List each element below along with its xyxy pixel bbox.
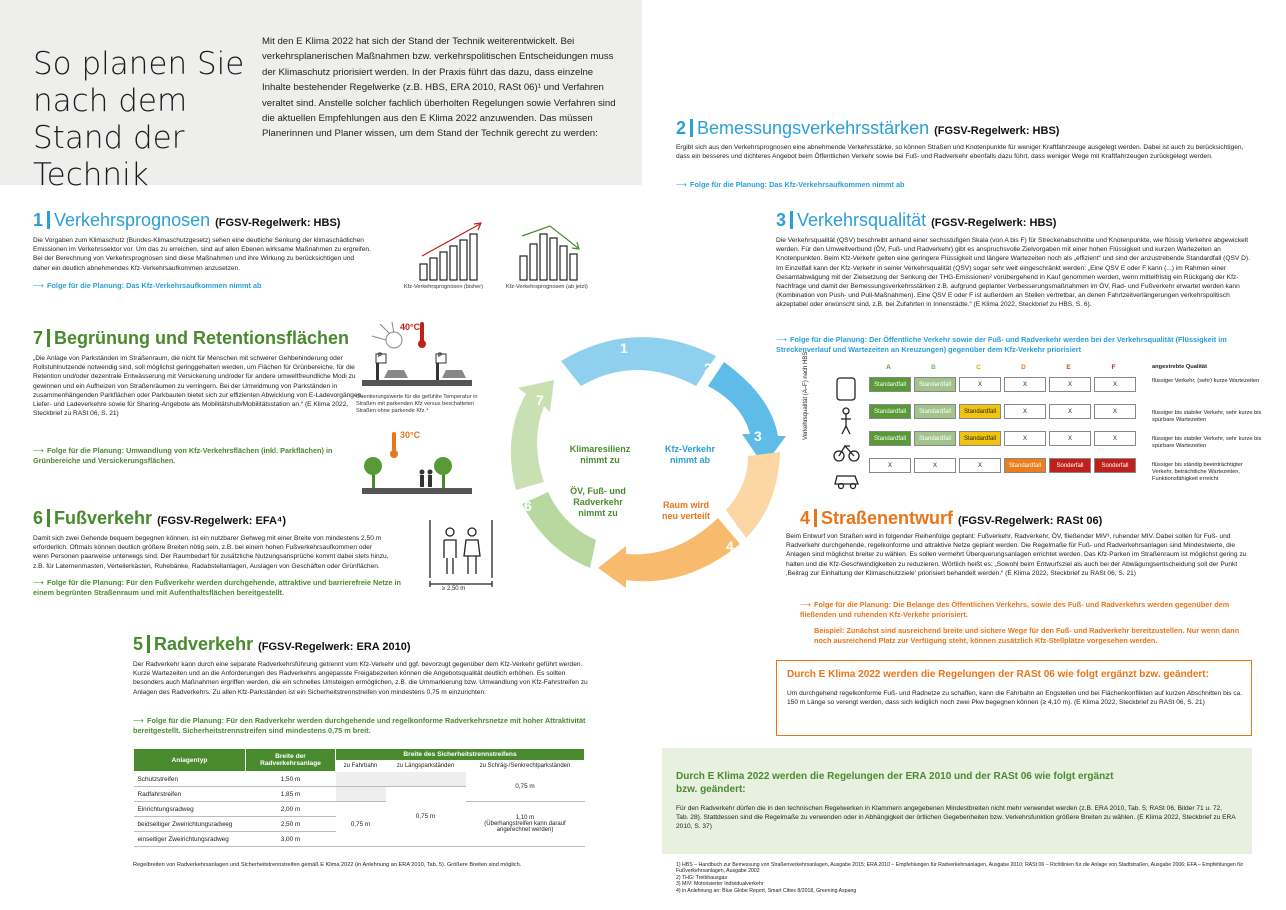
pedestrian-icon [841,407,851,435]
cycle-segment-4 [598,518,740,588]
bicycle-icon [833,444,860,462]
temp-cool: 30°C [400,430,421,440]
icon-caption-bisher: Kfz-Verkehrsprognosen (bisher) [404,284,483,290]
rast-change-box: Durch E Klima 2022 werden die Regelungen… [776,660,1252,736]
section-5-body: Der Radverkehr kann durch eine separate … [133,661,588,696]
table-caption: Regelbreiten von Radverkehrsanlagen und … [133,862,522,868]
two-pedestrians-icon [429,520,493,587]
parking-sign-2: P [438,353,443,359]
cycle-text-klima: Klimaresilienz nimmt zu [569,444,631,465]
section-3-body: Die Verkehrsqualität (QSV) beschreibt an… [776,237,1250,309]
thermometer-icon [420,322,424,342]
section-4-beispiel: Beispiel: Zunächst sind ausreichend brei… [814,626,1240,645]
section-7-folge: ⟶Folge für die Planung: Umwandlung von K… [33,446,333,465]
cycle-num-3: 3 [754,428,762,444]
section-6-folge: ⟶Folge für die Planung: Für den Fußverke… [33,578,401,597]
bus-icon [836,377,856,401]
intro-text: Mit den E Klima 2022 hat sich der Stand … [262,36,616,140]
section-5-folge: ⟶Folge für die Planung: Für den Radverke… [133,716,586,735]
cycle-diagram [510,337,786,588]
trend-up-chart-icon [419,222,482,281]
cycle-segment-1 [561,337,716,386]
cycle-segment-5 [522,492,596,568]
mode-icons [833,377,860,490]
quality-caption-4: flüssiger bis ständig beeinträchtigter V… [1152,462,1243,482]
cycle-num-1: 1 [620,340,628,356]
car-icon [384,370,408,378]
hot-street-illustration [362,321,472,386]
car-icon [442,370,466,378]
parking-sign-1: P [378,353,383,359]
cycle-num-6: 6 [524,498,532,514]
cycle-num-7: 7 [536,392,544,408]
rast-box-title: Durch E Klima 2022 werden die Regelungen… [787,669,1209,680]
sun-icon [385,331,403,349]
section-4-body: Beim Entwurf von Straßen wird in folgend… [786,533,1247,577]
footnotes: 1) HBS – Handbuch zur Bemessung von Stra… [676,862,1244,894]
era-box-body: Für den Radverkehr dürfen die in den tec… [676,805,1236,831]
cycle-text-oev: ÖV, Fuß- und Radverkehr nimmt zu [570,486,626,518]
section-1-body: Die Vorgaben zum Klimaschutz (Bundes-Kli… [33,237,371,272]
era-change-box: Durch E Klima 2022 werden die Regelungen… [662,748,1252,854]
cycle-segment-6 [510,380,554,490]
shaded-street-illustration [362,432,472,494]
cycle-num-5: 5 [604,574,612,590]
temperature-caption: Orientierungswerte für die gefühlte Temp… [356,394,478,414]
sidewalk-width-label: ≥ 2,50 m [442,586,466,592]
section-3-folge: ⟶Folge für die Planung: Der Öffentliche … [776,335,1227,354]
cycle-segment-2 [708,362,786,466]
quality-header: angestrebte Qualität [1152,364,1207,370]
quality-caption-3: flüssiger bis stabiler Verkehr, sehr kur… [1152,436,1262,449]
cycle-num-4: 4 [726,538,734,554]
tree-icon [364,457,382,488]
quality-caption-1: flüssiger Verkehr, (sehr) kurze Wartezei… [1152,378,1260,384]
cycle-text-raum: Raum wird neu verteilt [661,500,710,521]
icon-caption-ab-jetzt: Kfz-Verkehrsprognosen (ab jetzt) [506,284,588,290]
section-2-folge: ⟶Folge für die Planung: Das Kfz-Verkehrs… [676,180,905,189]
section-2-body: Ergibt sich aus den Verkehrsprognosen ei… [676,144,1244,161]
era-box-title: Durch E Klima 2022 werden die Regelungen… [676,771,1114,795]
car-icon [834,475,859,490]
section-4-folge: ⟶Folge für die Planung: Die Belange des … [800,600,1230,619]
trend-down-chart-icon [519,225,580,281]
tree-icon [434,457,452,488]
page-title: So planen Sie nach dem Stand der Technik [33,46,245,193]
header-band [0,0,642,185]
cycle-segment-3 [726,452,780,538]
quality-caption-2: flüssiger bis stabiler Verkehr, sehr kur… [1152,410,1262,423]
quality-letters: A B C D E F [886,364,1116,371]
bike-lane-table: Anlagentyp Breite der Radverkehrsanlage … [133,748,585,847]
cycle-num-2: 2 [704,360,712,376]
rast-box-body: Um durchgehend regelkonforme Fuß- und Ra… [787,690,1243,707]
section-7-body: „Die Anlage von Parkständen im Straßenra… [33,355,364,418]
temp-hot: 40°C [400,322,421,332]
section-6-body: Damit sich zwei Gehende bequem begegnen … [33,535,389,570]
thermometer-icon [392,432,396,452]
cycle-text-kfz: Kfz-Verkehr nimmt ab [664,444,716,465]
section-1-folge: ⟶Folge für die Planung: Das Kfz-Verkehrs… [33,281,262,290]
